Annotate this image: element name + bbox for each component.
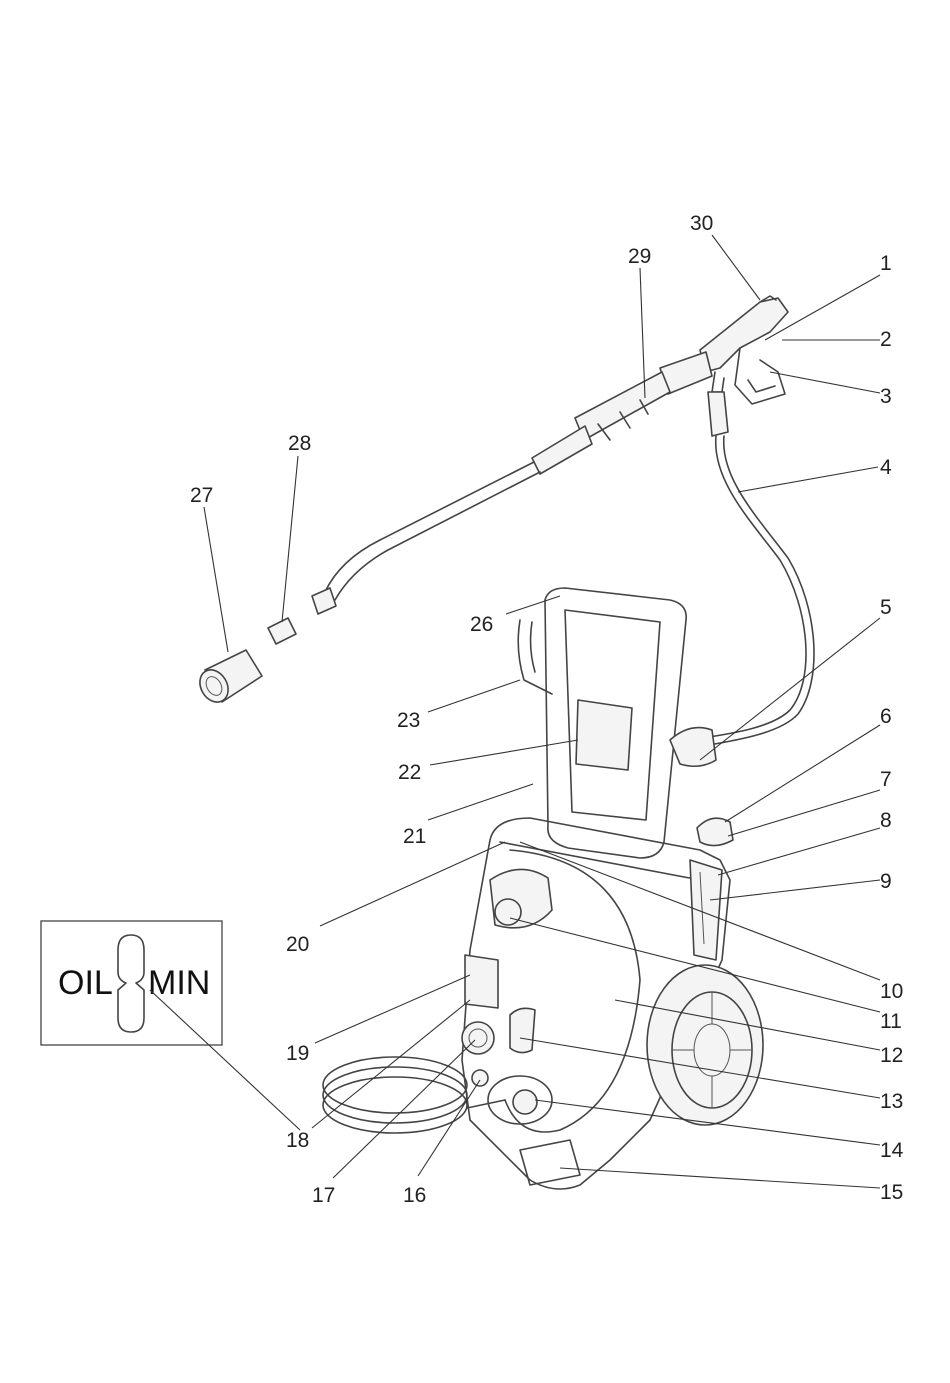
callout-26: 26	[470, 613, 493, 636]
callout-12: 12	[880, 1044, 903, 1067]
callout-5: 5	[880, 596, 892, 619]
spray-lance	[312, 352, 712, 614]
callout-30: 30	[690, 212, 713, 235]
callout-6: 6	[880, 705, 892, 728]
callout-27: 27	[190, 484, 213, 507]
callout-11: 11	[880, 1010, 902, 1033]
callout-28: 28	[288, 432, 311, 455]
nozzle-parts	[194, 618, 296, 707]
pressure-washer-body	[323, 588, 763, 1189]
callout-19: 19	[286, 1042, 309, 1065]
callout-15: 15	[880, 1181, 903, 1204]
callout-21: 21	[403, 825, 426, 848]
callout-29: 29	[628, 245, 651, 268]
callout-20: 20	[286, 933, 309, 956]
callout-13: 13	[880, 1090, 903, 1113]
callout-10: 10	[880, 980, 903, 1003]
callout-23: 23	[397, 709, 420, 732]
callout-22: 22	[398, 761, 421, 784]
callout-9: 9	[880, 870, 892, 893]
callout-16: 16	[403, 1184, 426, 1207]
callout-8: 8	[880, 809, 892, 832]
high-pressure-hose	[690, 436, 814, 748]
callout-3: 3	[880, 385, 892, 408]
callout-18: 18	[286, 1129, 309, 1152]
spray-gun	[700, 296, 788, 436]
callout-2: 2	[880, 328, 892, 351]
callout-7: 7	[880, 768, 892, 791]
callout-14: 14	[880, 1139, 904, 1162]
oil-level-inset: OIL MIN	[41, 921, 222, 1045]
callout-1: 1	[880, 252, 892, 275]
oil-label: OIL	[58, 964, 113, 1002]
callout-17: 17	[312, 1184, 335, 1207]
callout-4: 4	[880, 456, 892, 479]
